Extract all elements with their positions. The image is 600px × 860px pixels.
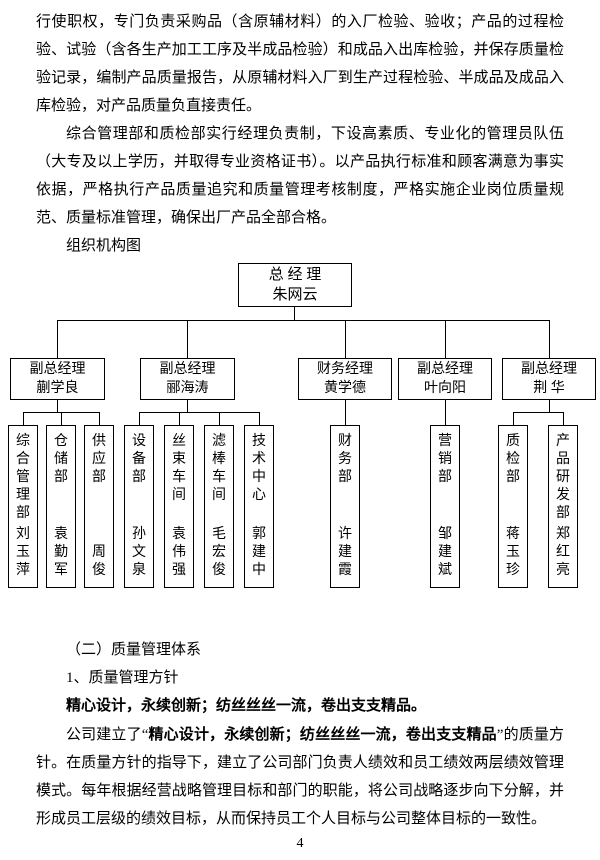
connector-line: [139, 412, 260, 413]
dept-person: 邹建斌: [438, 527, 452, 578]
dept-person: 蒋玉珍: [506, 527, 520, 578]
manager-box-lihaitao: 副总经理 郦海涛: [140, 358, 235, 400]
org-chart-heading: 组织机构图: [66, 238, 142, 254]
sub1-heading: 1、质量管理方针: [66, 670, 179, 686]
dept-box-filter-rod-workshop: 滤棒车间 毛宏俊: [204, 425, 234, 588]
manager-name: 黄学德: [324, 381, 366, 396]
connector-line: [259, 412, 260, 425]
dept-box-supply: 供应部 周俊: [84, 425, 114, 588]
manager-name: 郦海涛: [166, 381, 209, 396]
section2-heading: （二）质量管理体系: [66, 642, 202, 658]
dept-box-warehouse: 仓储部 袁勤军: [46, 425, 76, 588]
dept-name: 综合管理部: [16, 434, 30, 521]
page-number: 4: [296, 836, 304, 851]
dept-name: 产品研发部: [556, 434, 570, 521]
upper-text-column: 行使职权，专门负责采购品（含原辅材料）的入厂检验、验收；产品的过程检验、试验（含…: [0, 0, 600, 260]
policy-motto: 精心设计，永续创新；纺丝丝丝一流，卷出支支精品: [148, 727, 497, 743]
dept-name: 设备部: [132, 434, 146, 485]
connector-line: [179, 412, 180, 425]
dept-person: 郑红亮: [556, 527, 570, 578]
dept-box-quality-inspection: 质检部 蒋玉珍: [498, 425, 528, 588]
connector-line: [513, 412, 514, 425]
dept-name: 技术中心: [252, 434, 266, 503]
manager-title: 副总经理: [159, 362, 216, 377]
dept-person: 郭建中: [252, 527, 266, 578]
dept-name: 仓储部: [54, 434, 68, 485]
dept-person: 刘玉萍: [16, 527, 30, 578]
connector-line: [563, 412, 564, 425]
policy-prefix: 公司建立了“: [66, 727, 149, 743]
lower-text-column: （二）质量管理体系 1、质量管理方针 精心设计，永续创新；纺丝丝丝一流，卷出支支…: [0, 628, 600, 833]
connector-line: [513, 412, 564, 413]
connector-line: [57, 320, 549, 321]
connector-line: [99, 412, 100, 425]
manager-box-kuaixueliang: 副总经理 蒯学良: [10, 358, 105, 400]
connector-line: [61, 412, 62, 425]
connector-line: [445, 400, 446, 425]
connector-line: [549, 320, 550, 358]
dept-box-equipment: 设备部 孙文泉: [124, 425, 154, 588]
dept-person: 孙文泉: [132, 527, 146, 578]
dept-name: 财务部: [338, 434, 352, 485]
org-root-box: 总 经 理 朱网云: [238, 263, 352, 307]
connector-line: [57, 400, 58, 412]
connector-line: [219, 412, 220, 425]
quality-motto-line: 精心设计，永续创新；纺丝丝丝一流，卷出支支精品。: [66, 698, 427, 714]
connector-line: [187, 320, 188, 358]
dept-name: 滤棒车间: [212, 434, 226, 503]
connector-line: [139, 412, 140, 425]
paragraph-quality-policy: 公司建立了“精心设计，永续创新；纺丝丝丝一流，卷出支支精品”的质量方针。在质量方…: [36, 721, 564, 833]
dept-name: 供应部: [92, 434, 106, 485]
manager-title: 副总经理: [521, 362, 577, 377]
dept-box-general-admin: 综合管理部 刘玉萍: [8, 425, 38, 588]
dept-name: 营销部: [438, 434, 452, 485]
dept-person: 毛宏俊: [212, 527, 226, 578]
dept-person: 袁伟强: [172, 527, 186, 578]
connector-line: [345, 400, 346, 425]
manager-title: 副总经理: [417, 362, 473, 377]
connector-line: [445, 320, 446, 358]
org-root-title: 总 经 理: [268, 267, 322, 283]
dept-name: 质检部: [506, 434, 520, 485]
dept-box-tech-center: 技术中心 郭建中: [244, 425, 274, 588]
dept-box-tow-workshop: 丝束车间 袁伟强: [164, 425, 194, 588]
dept-box-marketing: 营销部 邹建斌: [430, 425, 460, 588]
connector-line: [549, 400, 550, 412]
paragraph-management-system: 综合管理部和质检部实行经理负责制，下设高素质、专业化的管理员队伍（大专及以上学历…: [36, 126, 564, 226]
connector-line: [294, 307, 295, 320]
manager-name: 蒯学良: [36, 381, 79, 396]
manager-box-huangxuede: 财务经理 黄学德: [298, 358, 392, 400]
manager-name: 叶向阳: [424, 381, 466, 396]
org-chart: 总 经 理 朱网云 副总经理 蒯学良 副总经理 郦海涛 财务经理 黄学德 副总经…: [0, 262, 600, 614]
manager-box-jinghua: 副总经理 荆 华: [502, 358, 596, 400]
dept-box-product-rd: 产品研发部 郑红亮: [548, 425, 578, 588]
dept-person: 袁勤军: [54, 527, 68, 578]
dept-person: 许建霞: [338, 527, 352, 578]
dept-person: 周俊: [92, 545, 106, 578]
manager-box-yexiangyang: 副总经理 叶向阳: [398, 358, 492, 400]
connector-line: [23, 412, 24, 425]
manager-name: 荆 华: [533, 381, 565, 396]
manager-title: 副总经理: [29, 362, 86, 377]
org-root-name: 朱网云: [272, 287, 318, 303]
policy-suffix: ”的质量方针。在质量方针的指导下，建立了公司部门负责人绩效和员工绩效两层绩效管理…: [36, 727, 564, 827]
dept-name: 丝束车间: [172, 434, 186, 503]
connector-line: [345, 320, 346, 358]
dept-box-finance: 财务部 许建霞: [330, 425, 360, 588]
connector-line: [187, 400, 188, 412]
paragraph-inspection-duties: 行使职权，专门负责采购品（含原辅材料）的入厂检验、验收；产品的过程检验、试验（含…: [36, 14, 564, 114]
connector-line: [57, 320, 58, 358]
manager-title: 财务经理: [317, 362, 373, 377]
